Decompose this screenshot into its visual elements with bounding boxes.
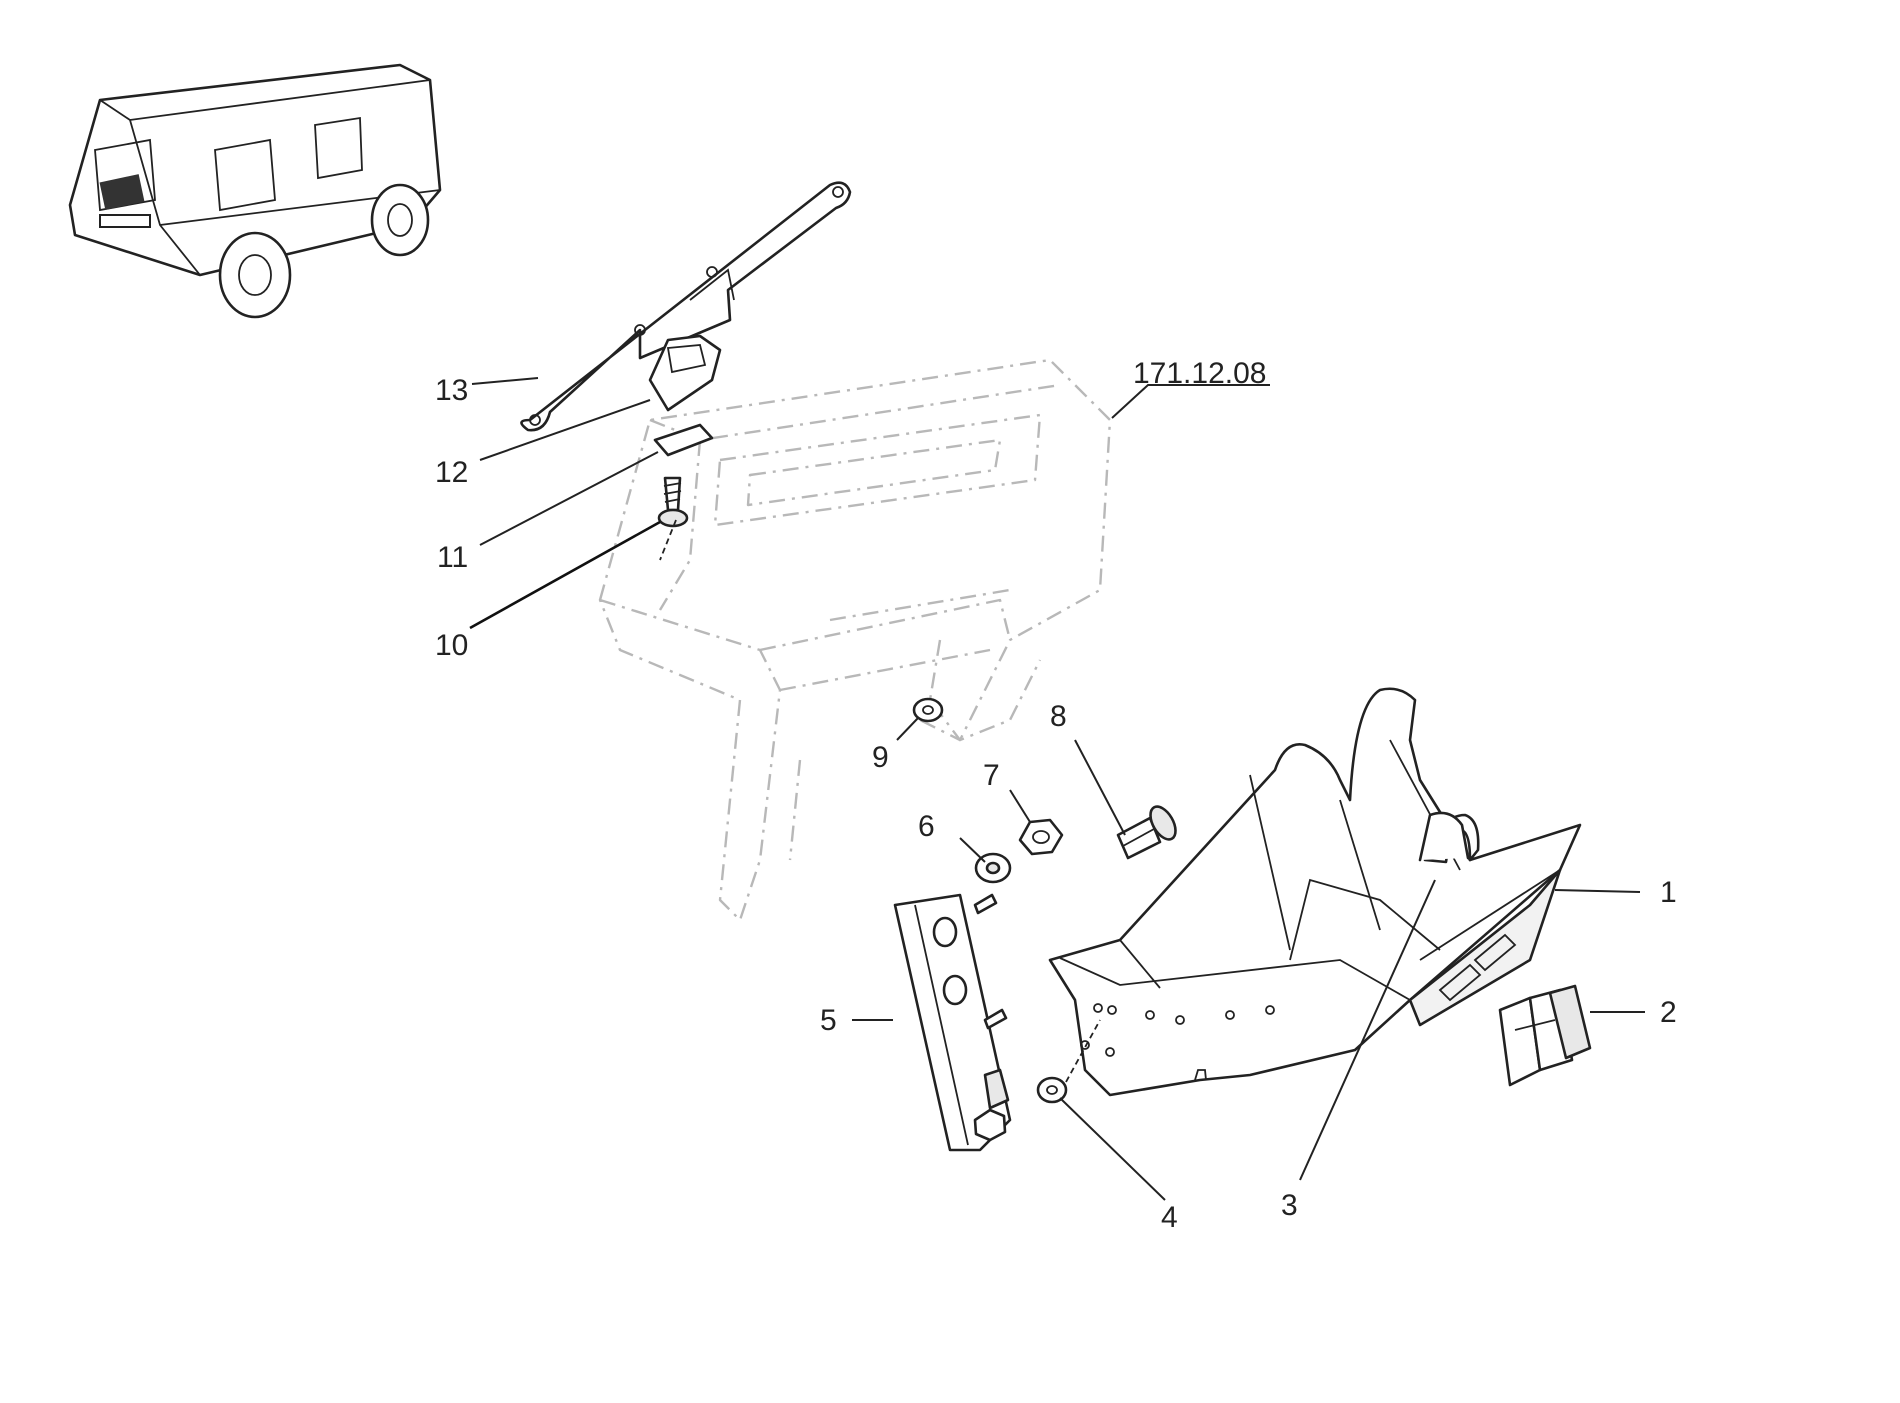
part-13-bracket — [520, 181, 852, 432]
part-2-clip — [1498, 984, 1592, 1087]
callout-9: 9 — [872, 741, 889, 774]
callout-3: 3 — [1281, 1189, 1298, 1222]
callout-13: 13 — [435, 374, 468, 407]
callout-12: 12 — [435, 456, 468, 489]
leader-lines — [469, 377, 1645, 1201]
part-8-bolt — [1116, 805, 1177, 860]
reference-part-number: 171.12.08 — [1133, 357, 1266, 390]
vehicle-locator-icon — [68, 63, 442, 319]
callout-6: 6 — [918, 810, 935, 843]
callout-2: 2 — [1660, 996, 1677, 1029]
callout-7: 7 — [983, 759, 1000, 792]
part-7-nut — [1018, 818, 1064, 856]
part-12-clip — [648, 334, 722, 457]
part-9-washer — [912, 697, 944, 723]
callout-4: 4 — [1161, 1201, 1178, 1234]
part-4-washer — [1036, 1076, 1068, 1104]
callout-5: 5 — [820, 1004, 837, 1037]
assembly-guide-lines — [659, 519, 1101, 1083]
callout-1: 1 — [1660, 876, 1677, 909]
part-5-mount-strip — [893, 893, 1012, 1152]
callout-labels: 1 2 3 4 5 6 7 8 9 10 11 12 13 171.12.08 — [435, 357, 1677, 1234]
callout-11: 11 — [437, 541, 468, 574]
part-11-screw — [657, 476, 689, 528]
callout-10: 10 — [435, 629, 468, 662]
mounting-frame-reference — [598, 358, 1112, 922]
part-3-hanger — [1418, 811, 1470, 862]
part-1-tray — [1048, 687, 1582, 1097]
callout-8: 8 — [1050, 700, 1067, 733]
